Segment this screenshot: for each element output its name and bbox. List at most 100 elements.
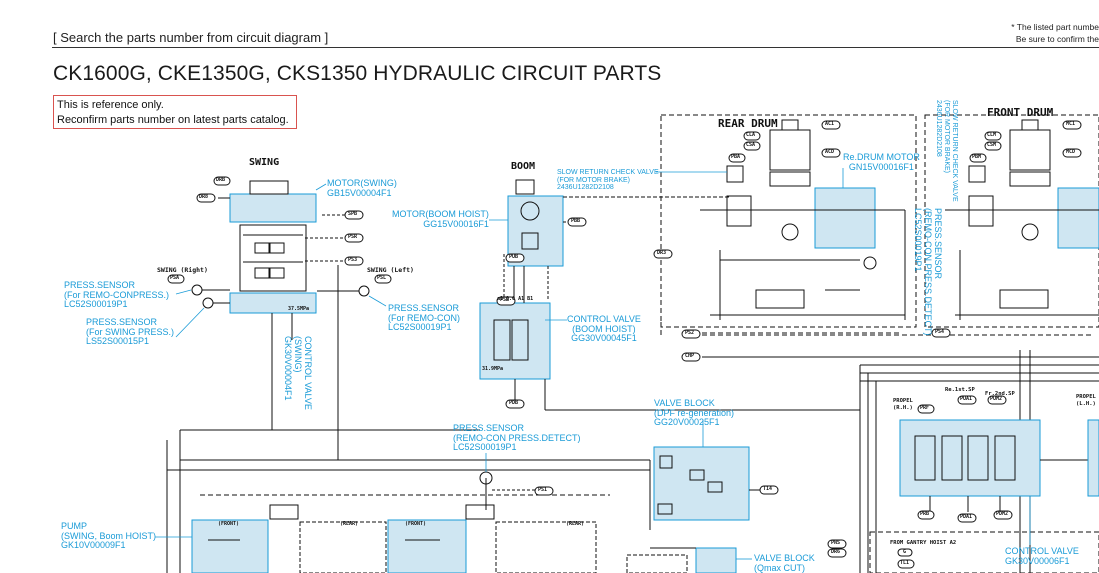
label-press-sensor-remo-conpress: PRESS.SENSOR (For REMO-CONPRESS.) LC52S0… [64, 280, 170, 310]
motor-swing-number: GB15V00004F1 [327, 187, 392, 198]
valve-block-qmax-name: VALVE BLOCK [754, 553, 815, 563]
label-re-1st-sp: Re.1st.SP [945, 387, 975, 393]
section-title-swing-right: SWING (Right) [157, 266, 208, 274]
slow-return-check-valve-v-number: 2436U1282D2108 [935, 100, 942, 157]
port-psb: PSB [500, 297, 510, 303]
press-sensor-remo-conpress-desc: (For REMO-CONPRESS.) [64, 289, 170, 300]
port-tl1: TL1 [900, 560, 910, 566]
reference-notice: This is reference only. Reconfirm parts … [53, 95, 297, 129]
port-clm: CLM [987, 132, 997, 138]
port-csa: CSA [746, 142, 756, 148]
port-ps3: PS3 [348, 257, 358, 263]
pump-number: GK10V00009F1 [61, 540, 126, 550]
port-psl: PSL [377, 275, 387, 281]
port-pns: PNS [831, 540, 841, 546]
press-sensor-remo-con-name: PRESS.SENSOR [388, 303, 460, 313]
parts-note: * The listed part numbe Be sure to confi… [1011, 21, 1099, 45]
label-control-valve-boom-hoist: CONTROL VALVE (BOOM HOIST) GG30V00045F1 [567, 314, 641, 344]
valve-block-dpf-desc: (DPF re-generation) [654, 407, 735, 418]
motor-swing-name: MOTOR(SWING) [327, 178, 397, 188]
control-valve-boom-hoist-name: CONTROL VALVE [567, 314, 641, 324]
section-title-front-drum: FRONT DRUM [987, 106, 1054, 119]
label-propel-lh: PROPEL (L.H.) [1076, 394, 1096, 407]
label-motor-boom-hoist: MOTOR(BOOM HOIST) GG15V00016F1 [392, 209, 489, 229]
label-from-gantry-hoist: FROM GANTRY HOIST A2 [890, 540, 957, 546]
port-dr8: DR8 [199, 194, 209, 200]
press-sensor-remo-con-detect-name: PRESS.SENSOR [453, 423, 525, 433]
port-chp: CHP [685, 353, 695, 359]
breadcrumb: [ Search the parts number from circuit d… [53, 30, 329, 45]
re-drum-motor-name: Re.DRUM MOTOR [843, 152, 920, 162]
pump-desc: (SWING, Boom HOIST) [61, 530, 157, 541]
port-pbm: PBM [972, 154, 982, 160]
label-press-sensor-remo-con: PRESS.SENSOR (For REMO-CON) LC52S00019P1 [388, 303, 460, 333]
valve-block-qmax-desc: (Qmax CUT) [754, 562, 805, 573]
control-valve-boom-hoist-number: GG30V00045F1 [571, 333, 637, 343]
motor-boom-hoist-name: MOTOR(BOOM HOIST) [392, 209, 489, 219]
port-acd: ACD [825, 149, 835, 155]
re-drum-motor-block[interactable] [814, 187, 876, 249]
press-sensor-remo-conpress-name: PRESS.SENSOR [64, 280, 136, 290]
press-sensor-swing-press[interactable] [202, 297, 214, 309]
port-pba: PBA [731, 154, 741, 160]
port-pbb: PBB [571, 218, 581, 224]
port-ac1: AC1 [825, 121, 835, 127]
label-control-valve-swing: CONTROL VALVE (SWING) GK30V00004F1 [283, 336, 313, 410]
port-pub: PUB [509, 254, 519, 260]
motor-boom-hoist-number: GG15V00016F1 [423, 218, 489, 229]
press-sensor-swing-press-desc: (For SWING PRESS.) [86, 326, 175, 337]
press-sensor-swing-right[interactable] [191, 284, 203, 296]
pump-block[interactable] [191, 519, 269, 573]
control-valve-swing-desc: (SWING) [293, 336, 303, 373]
port-psr: PSR [348, 234, 358, 240]
press-sensor-swing-left[interactable] [358, 285, 370, 297]
press-sensor-rear-drum[interactable] [863, 256, 877, 270]
port-pda1: PDA1 [960, 514, 973, 520]
slow-return-check-valve-v-name: SLOW RETURN CHECK VALVE [951, 100, 958, 202]
port-pua1: PUA1 [960, 396, 973, 402]
label-pump: PUMP (SWING, Boom HOIST) GK10V00009F1 [61, 521, 157, 551]
label-boom-ports: a1 0.0 A1 B1 [497, 296, 534, 302]
header-rule [52, 47, 1099, 48]
press-sensor-swing-press-name: PRESS.SENSOR [86, 317, 158, 327]
press-sensor-v-name: PRESS.SENSOR [933, 208, 943, 280]
press-sensor-v-desc: (REMO-CON PRESS.DETECT) [923, 208, 933, 336]
port-prb: PRB [920, 511, 930, 517]
label-motor-swing: MOTOR(SWING) GB15V00004F1 [327, 178, 397, 198]
press-sensor-remo-conpress-number: LC52S00019P1 [64, 299, 128, 309]
label-pump-front-2: (FRONT) [405, 521, 427, 527]
reference-line-1: This is reference only. [57, 99, 164, 111]
slow-return-check-valve-number: 2436U1282D2108 [557, 184, 614, 191]
valve-block-qmax-block[interactable] [695, 547, 737, 573]
port-mc1: MC1 [1066, 121, 1076, 127]
control-valve-swing-name: CONTROL VALVE [303, 336, 313, 410]
label-valve-block-dpf: VALVE BLOCK (DPF re-generation) GG20V000… [654, 398, 735, 428]
press-sensor-remo-con-detect-number: LC52S00019P1 [453, 442, 517, 452]
reference-line-2: Reconfirm parts number on latest parts c… [57, 114, 289, 126]
label-pressure-boom: 31.9MPa [482, 366, 504, 372]
section-title-swing-left: SWING (Left) [367, 266, 414, 274]
control-valve-propel-block[interactable] [899, 419, 1041, 497]
motor-swing-block[interactable] [229, 193, 317, 223]
section-title-boom: BOOM [511, 161, 536, 172]
slow-return-check-valve-desc: (FOR MOTOR BRAKE) [557, 176, 630, 184]
port-cla: CLA [746, 132, 756, 138]
port-csm: CSM [987, 142, 997, 148]
press-sensor-remo-con-detect-desc: (REMO-CON PRESS.DETECT) [453, 432, 581, 443]
port-ps4: PS4 [935, 329, 945, 335]
press-sensor-remo-con-desc: (For REMO-CON) [388, 312, 460, 323]
re-drum-motor-number: GN15V00016F1 [848, 161, 914, 172]
valve-block-dpf-number: GG20V00025F1 [654, 417, 720, 427]
port-pdm2: PDM2 [996, 511, 1009, 517]
section-title-swing: SWING [249, 157, 280, 168]
page-title: CK1600G, CKE1350G, CKS1350 HYDRAULIC CIR… [53, 62, 662, 85]
press-sensor-remo-con-number: LC52S00019P1 [388, 322, 452, 332]
label-valve-block-qmax: VALVE BLOCK (Qmax CUT) [754, 553, 815, 573]
slow-return-check-valve-name: SLOW RETURN CHECK VALVE [557, 169, 659, 176]
port-spb: SPB [348, 211, 358, 217]
label-pressure-swing: 37.5MPa [288, 306, 310, 312]
slow-return-check-valve-v-desc: (FOR MOTOR BRAKE) [943, 100, 950, 173]
label-pump-rear-1: (REAR) [340, 521, 359, 527]
control-valve-propel-name: CONTROL VALVE [1005, 546, 1079, 556]
valve-block-dpf-block[interactable] [653, 446, 750, 521]
